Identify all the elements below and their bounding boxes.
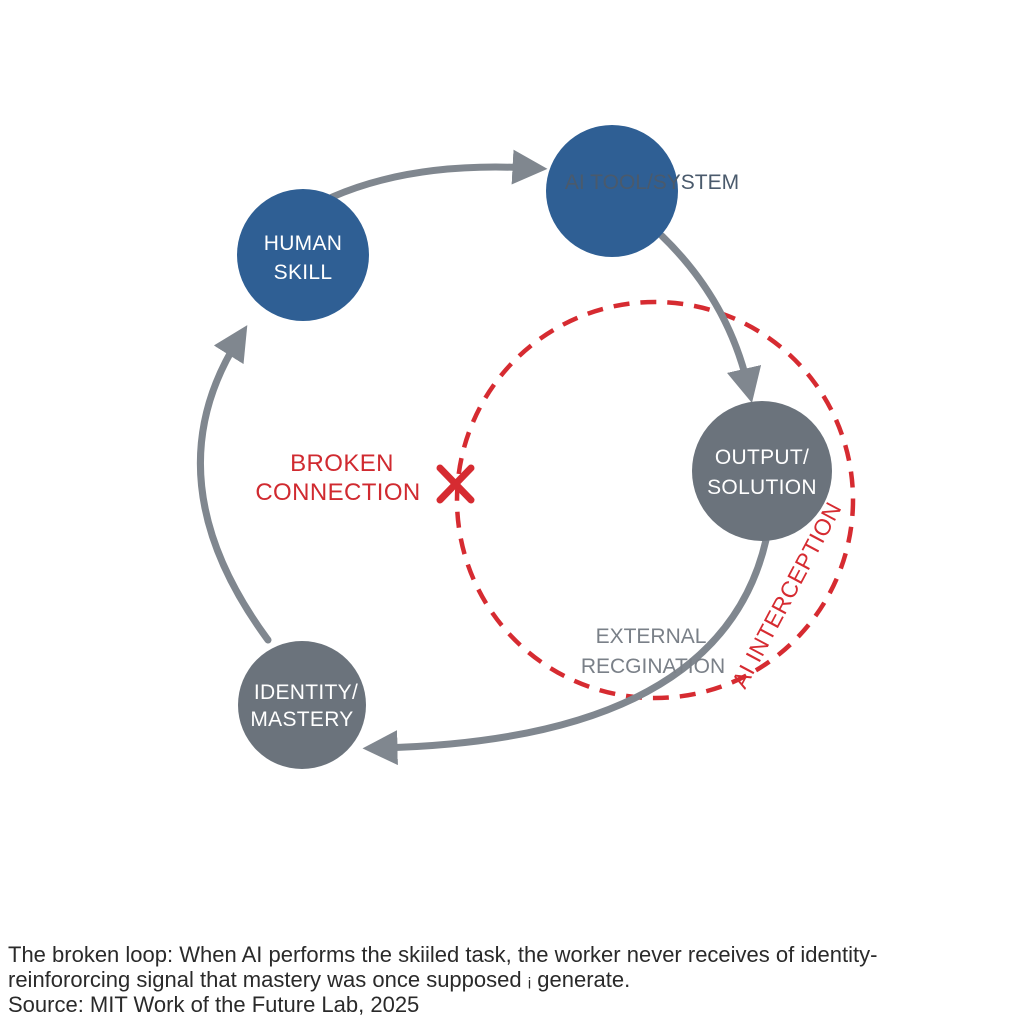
broken-connection-label-line1: BROKEN [290, 450, 394, 477]
external-recognition-label-line2: RECGINATION [581, 655, 725, 678]
ai-tool-node [546, 125, 678, 257]
identity-label-line1: IDENTITY/ [254, 681, 358, 704]
human-skill-label-line1: HUMAN [264, 232, 343, 255]
ai-tool-label: AI TOOL/SYSTEM [565, 171, 739, 194]
broken-x-icon [436, 464, 475, 504]
output-solution-node [692, 401, 832, 541]
arrow-ai-to-output [658, 232, 762, 404]
arrow-output-to-identity [362, 536, 770, 766]
broken-connection-label-line2: CONNECTION [255, 479, 420, 506]
arrow-identity-to-human [196, 325, 272, 644]
external-recognition-label-line1: EXTERNAL [596, 625, 707, 648]
caption-line-1: The broken loop: When AI performs the sk… [8, 942, 878, 967]
human-skill-label-line2: SKILL [274, 261, 333, 284]
human-skill-node [237, 189, 369, 321]
output-label-line1: OUTPUT/ [715, 446, 809, 469]
caption-line-2: reinfororcing signal that mastery was on… [8, 967, 631, 992]
identity-label-line2: MASTERY [250, 708, 353, 731]
output-label-line2: SOLUTION [707, 476, 817, 499]
figure-caption: The broken loop: When AI performs the sk… [8, 942, 1008, 1017]
identity-mastery-node [238, 641, 366, 769]
ai-interception-boundary [454, 299, 856, 701]
caption-source: Source: MIT Work of the Future Lab, 2025 [8, 992, 420, 1017]
